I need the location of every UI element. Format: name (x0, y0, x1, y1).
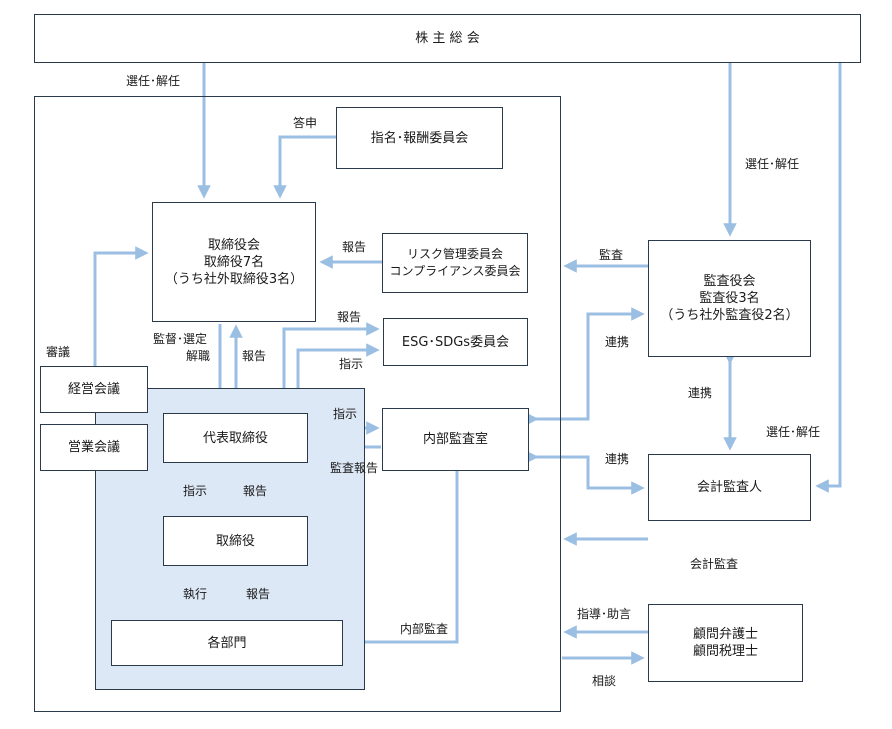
directors-box: 取締役 (163, 516, 308, 566)
label-audit-instruct: 指示 (333, 407, 358, 421)
label-supervise-line2: 解職 (186, 349, 211, 363)
board-members: 取締役7名 (203, 254, 265, 270)
label-supervise-line1: 監督･選定 (153, 332, 208, 346)
shareholders-meeting-label: 株 主 総 会 (415, 31, 480, 46)
label-elect-dismiss-left: 選任･解任 (126, 74, 181, 88)
label-audit-report: 監査報告 (330, 461, 379, 475)
esg-sdgs-committee-label: ESG･SDGs委員会 (401, 334, 510, 350)
departments-box: 各部門 (111, 620, 343, 666)
internal-audit-office-box: 内部監査室 (382, 408, 529, 471)
sales-meeting-label: 営業会議 (67, 440, 120, 455)
internal-audit-office-label: 内部監査室 (422, 432, 488, 447)
audit-board-box: 監査役会 監査役3名 （うち社外監査役2名） (648, 240, 811, 357)
label-report-dir: 報告 (243, 484, 268, 498)
shareholders-meeting-box: 株 主 総 会 (34, 14, 861, 63)
risk-committee-label: リスク管理委員会 (406, 247, 503, 261)
risk-compliance-committee-box: リスク管理委員会 コンプライアンス委員会 (382, 233, 528, 293)
directors-label: 取締役 (215, 533, 255, 549)
management-meeting-box: 経営会議 (40, 366, 148, 413)
label-elect-dismiss-right-top: 選任･解任 (745, 157, 800, 171)
sales-meeting-box: 営業会議 (40, 424, 148, 471)
representative-director-label: 代表取締役 (202, 430, 268, 446)
label-coop-audit: 連携 (605, 335, 630, 349)
label-internal-audit: 内部監査 (400, 622, 449, 636)
accounting-auditor-box: 会計監査人 (648, 454, 811, 521)
board-title: 取締役会 (207, 237, 260, 253)
label-instruct-dir: 指示 (183, 484, 208, 498)
arrow-deliberation (93, 246, 149, 366)
arrow-elect-accounting (815, 63, 842, 493)
tax-advisor-label: 顧問税理士 (692, 644, 758, 659)
label-risk-report: 報告 (342, 240, 367, 254)
label-esg-report: 報告 (337, 310, 362, 324)
label-guidance: 指導･助言 (577, 607, 632, 621)
board-outside: （うち社外取締役3名） (164, 271, 304, 287)
label-deliberation: 審議 (46, 345, 71, 359)
label-audit: 監査 (599, 248, 624, 262)
label-consult: 相談 (592, 674, 617, 688)
advisors-box: 顧問弁護士 顧問税理士 (648, 604, 803, 682)
label-esg-instruct: 指示 (339, 357, 364, 371)
audit-board-title: 監査役会 (703, 274, 756, 289)
legal-advisor-label: 顧問弁護士 (692, 627, 758, 642)
representative-director-box: 代表取締役 (163, 413, 308, 463)
label-elect-dismiss-right-bottom: 選任･解任 (766, 425, 821, 439)
accounting-auditor-label: 会計監査人 (696, 480, 762, 495)
label-execute: 執行 (183, 587, 208, 601)
label-rep-report: 報告 (242, 349, 267, 363)
audit-board-outside: （うち社外監査役2名） (660, 308, 799, 323)
label-coop-between: 連携 (688, 386, 713, 400)
arrow-coop-audit (525, 307, 645, 426)
label-answer: 答申 (293, 116, 318, 130)
nomination-committee-label: 指名･報酬委員会 (370, 130, 469, 146)
arrow-coop-accounting (525, 450, 645, 495)
label-report-dept: 報告 (246, 587, 271, 601)
label-accounting-audit: 会計監査 (690, 557, 739, 571)
arrow-answer (273, 135, 336, 199)
audit-board-members: 監査役3名 (699, 291, 760, 306)
arrow-esg-instruct (296, 343, 380, 406)
departments-label: 各部門 (207, 635, 247, 651)
compliance-committee-label: コンプライアンス委員会 (389, 264, 521, 278)
nomination-committee-box: 指名･報酬委員会 (336, 107, 503, 169)
esg-sdgs-committee-box: ESG･SDGs委員会 (383, 318, 528, 366)
arrow-internal-audit (345, 471, 459, 649)
arrow-esg-report (282, 322, 380, 406)
label-coop-accounting: 連携 (605, 452, 630, 466)
management-meeting-label: 経営会議 (67, 382, 120, 397)
board-of-directors-box: 取締役会 取締役7名 （うち社外取締役3名） (152, 202, 316, 322)
